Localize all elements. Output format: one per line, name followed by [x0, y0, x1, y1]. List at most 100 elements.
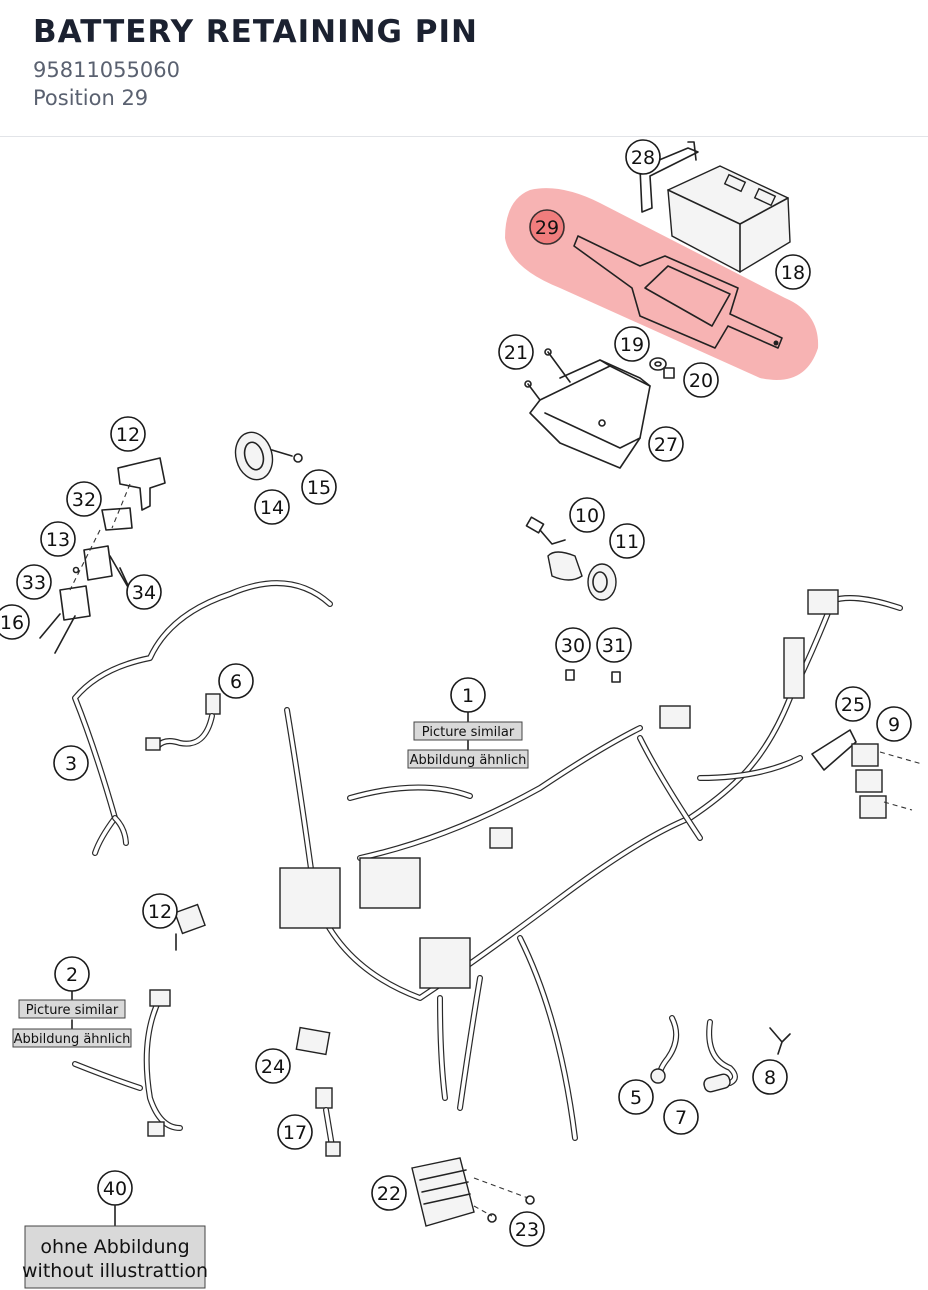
part-8-clip: [769, 1027, 791, 1055]
part-9-relays: [851, 743, 923, 819]
callout-6[interactable]: 6: [218, 663, 254, 699]
svg-text:10: 10: [575, 505, 599, 527]
part-30-fuse: [565, 669, 575, 681]
svg-text:23: 23: [515, 1219, 539, 1241]
callout-15[interactable]: 15: [301, 469, 337, 505]
callout-31[interactable]: 31: [596, 627, 632, 663]
callout-34[interactable]: 34: [126, 574, 162, 610]
callout-5[interactable]: 5: [618, 1079, 654, 1115]
svg-text:Abbildung ähnlich: Abbildung ähnlich: [14, 1032, 131, 1047]
svg-text:8: 8: [764, 1067, 776, 1089]
svg-text:31: 31: [602, 635, 626, 657]
callout-17[interactable]: 17: [277, 1114, 313, 1150]
callout-40[interactable]: 40: [97, 1170, 133, 1206]
svg-text:24: 24: [261, 1056, 285, 1078]
part-31-fuse: [611, 671, 621, 683]
callout-25[interactable]: 25: [835, 686, 871, 722]
callout-3[interactable]: 3: [53, 745, 89, 781]
svg-text:33: 33: [22, 572, 46, 594]
part-25-relay-holder: [811, 729, 857, 771]
callout-8[interactable]: 8: [752, 1059, 788, 1095]
svg-text:Abbildung ähnlich: Abbildung ähnlich: [410, 753, 527, 768]
svg-text:20: 20: [689, 370, 713, 392]
callout-27[interactable]: 27: [648, 426, 684, 462]
callout-1[interactable]: 1: [450, 677, 486, 713]
battery-retaining-pin[interactable]: [573, 235, 783, 349]
part-15-nut: [293, 453, 303, 463]
svg-text:12: 12: [116, 424, 140, 446]
part-number: 95811055060: [33, 58, 180, 82]
part-23-screws: [487, 1195, 535, 1223]
callout-23[interactable]: 23: [509, 1211, 545, 1247]
note-without-illustration: ohne Abbildung without illustrattion: [22, 1225, 208, 1289]
callout-28[interactable]: 28: [625, 139, 661, 175]
part-18-battery: [667, 165, 791, 273]
svg-text:Picture similar: Picture similar: [422, 725, 515, 740]
part-3-cable: [72, 580, 333, 856]
svg-text:5: 5: [630, 1087, 642, 1109]
svg-text:15: 15: [307, 477, 331, 499]
callout-12-upper[interactable]: 12: [110, 416, 146, 452]
svg-text:16: 16: [0, 612, 24, 634]
svg-text:28: 28: [631, 147, 655, 169]
part-6-sensor: [145, 693, 221, 751]
svg-text:34: 34: [132, 582, 156, 604]
svg-text:ohne Abbildung: ohne Abbildung: [40, 1236, 189, 1258]
part-14-horn: [234, 431, 293, 481]
part-27-battery-tray: [529, 359, 651, 469]
callout-11[interactable]: 11: [609, 523, 645, 559]
callout-2[interactable]: 2: [54, 956, 90, 992]
part-24-connector: [295, 1026, 331, 1056]
part-19-washer: [649, 357, 667, 371]
svg-text:13: 13: [46, 529, 70, 551]
note-abbildung-aehnlich-1: Abbildung ähnlich: [407, 749, 529, 769]
svg-text:without illustrattion: without illustrattion: [22, 1260, 208, 1282]
part-10-power-socket: [525, 516, 583, 581]
svg-text:1: 1: [462, 685, 474, 707]
svg-text:9: 9: [888, 714, 900, 736]
callout-21[interactable]: 21: [498, 334, 534, 370]
part-17-connector: [315, 1087, 341, 1157]
svg-text:7: 7: [675, 1107, 687, 1129]
svg-text:19: 19: [620, 334, 644, 356]
svg-text:25: 25: [841, 694, 865, 716]
callout-13[interactable]: 13: [40, 521, 76, 557]
svg-text:21: 21: [504, 342, 528, 364]
svg-text:22: 22: [377, 1183, 401, 1205]
callout-19[interactable]: 19: [614, 326, 650, 362]
callout-29[interactable]: 29: [529, 209, 565, 245]
callout-18[interactable]: 18: [775, 254, 811, 290]
callout-24[interactable]: 24: [255, 1048, 291, 1084]
svg-text:30: 30: [561, 635, 585, 657]
callout-32[interactable]: 32: [66, 481, 102, 517]
part-1-main-wiring-harness: [279, 589, 903, 1141]
svg-text:17: 17: [283, 1122, 307, 1144]
part-header: BATTERY RETAINING PIN 95811055060 Positi…: [0, 0, 928, 137]
svg-text:27: 27: [654, 434, 678, 456]
part-21-bolts: [524, 348, 571, 401]
callout-20[interactable]: 20: [683, 362, 719, 398]
callout-33[interactable]: 33: [16, 564, 52, 600]
svg-text:18: 18: [781, 262, 805, 284]
callout-7[interactable]: 7: [663, 1099, 699, 1135]
part-7-sensor: [703, 1019, 738, 1093]
svg-text:14: 14: [260, 497, 284, 519]
part-28-bracket: [639, 141, 699, 213]
callout-12-lower[interactable]: 12: [142, 893, 178, 929]
callout-14[interactable]: 14: [254, 489, 290, 525]
part-title: BATTERY RETAINING PIN: [33, 14, 478, 50]
svg-text:Picture similar: Picture similar: [26, 1003, 119, 1018]
part-12-relay-bracket-assembly: [39, 457, 166, 654]
callout-30[interactable]: 30: [555, 627, 591, 663]
svg-text:11: 11: [615, 531, 639, 553]
svg-text:6: 6: [230, 671, 242, 693]
svg-text:3: 3: [65, 753, 77, 775]
callout-10[interactable]: 10: [569, 497, 605, 533]
note-picture-similar-2: Picture similar: [18, 999, 126, 1019]
callout-16[interactable]: 16: [0, 604, 30, 640]
part-5-sensor: [650, 1015, 680, 1084]
part-2-sub-harness: [72, 989, 183, 1137]
exploded-parts-diagram: 28 29 18 19 20 21 27 12 32 13 33 16 34 1…: [0, 138, 928, 1290]
callout-22[interactable]: 22: [371, 1175, 407, 1211]
callout-9[interactable]: 9: [876, 706, 912, 742]
